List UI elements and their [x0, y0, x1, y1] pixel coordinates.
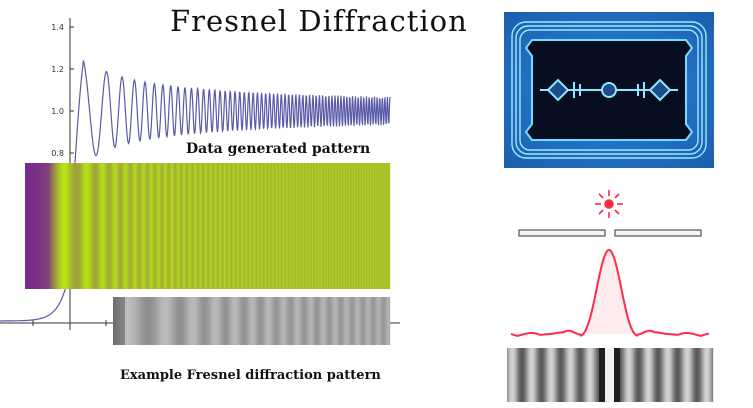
example-caption: Example Fresnel diffraction pattern [120, 368, 381, 383]
y-tick-label: 1.4 [51, 23, 64, 32]
x-ticks [32, 320, 107, 326]
single-slit-diagram [507, 190, 714, 402]
y-tick-label: 1.2 [51, 65, 64, 74]
slit-intensity-curve [510, 248, 710, 337]
intensity-curve [0, 60, 391, 322]
fresnel-edge-chart: 0.8 1.0 1.2 1.4 [0, 18, 400, 345]
data-generated-caption: Data generated pattern [186, 141, 371, 157]
slit-pattern-photo [507, 348, 714, 402]
y-tick-label: 0.8 [51, 149, 64, 158]
razor-blade-image [504, 12, 714, 168]
data-generated-pattern [25, 163, 391, 289]
laser-source-icon [595, 190, 623, 218]
example-pattern-photo [113, 297, 391, 345]
barrier-left [518, 229, 606, 237]
page-title: Fresnel Diffraction [170, 4, 468, 38]
barrier-right [614, 229, 702, 237]
y-tick-label: 1.0 [51, 107, 64, 116]
y-ticks: 0.8 1.0 1.2 1.4 [51, 23, 74, 158]
